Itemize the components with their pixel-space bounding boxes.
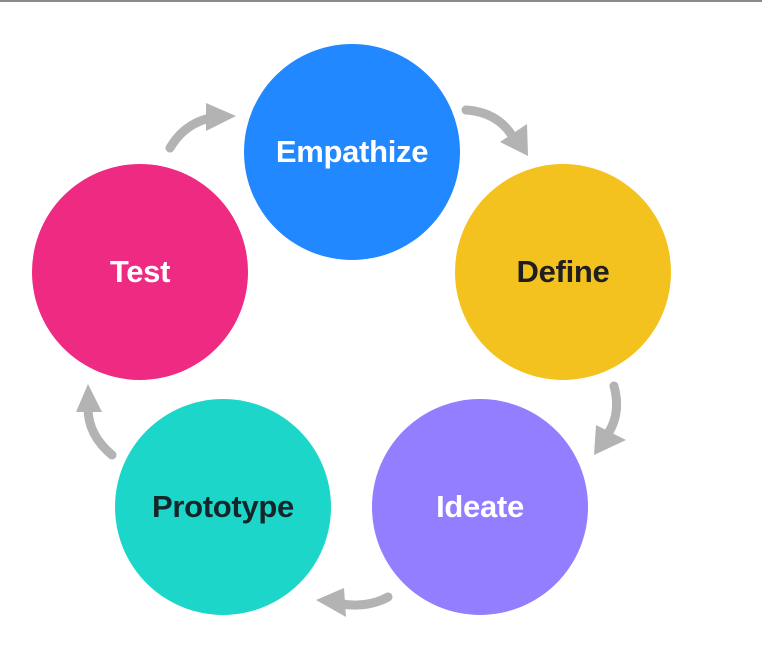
stage-prototype-label: Prototype xyxy=(152,489,294,524)
curved-arrow-icon xyxy=(594,381,626,455)
stage-prototype-circle: Prototype xyxy=(115,399,331,615)
curved-arrow-icon xyxy=(461,105,528,156)
stage-ideate-label: Ideate xyxy=(436,489,524,524)
stage-test-label: Test xyxy=(109,254,171,289)
curved-arrow-icon xyxy=(76,384,117,460)
stage-empathize-label: Empathize xyxy=(275,134,429,169)
stage-ideate-circle: Ideate xyxy=(372,399,588,615)
top-divider xyxy=(0,0,762,2)
stage-test-circle: Test xyxy=(32,164,248,380)
curved-arrow-icon xyxy=(165,103,236,153)
stage-define-label: Define xyxy=(516,254,610,289)
curved-arrow-icon xyxy=(316,588,393,617)
stage-empathize-circle: Empathize xyxy=(244,44,460,260)
stage-define-circle: Define xyxy=(455,164,671,380)
